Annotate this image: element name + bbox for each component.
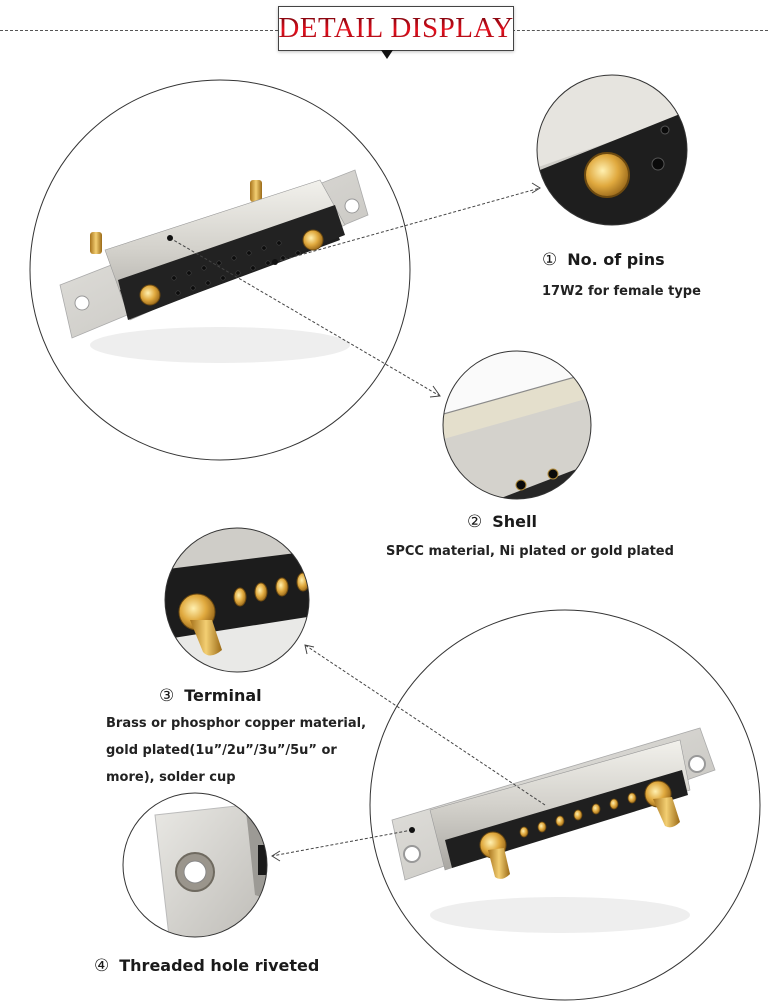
header-dashed-line-left [0,30,278,31]
header-pointer-icon [381,50,393,59]
front-view-image [30,80,410,460]
feature-4-number: ④ [94,956,110,976]
shell-detail-image [443,351,591,499]
callout-lines [169,187,546,857]
feature-2-description: SPCC material, Ni plated or gold plated [386,544,674,559]
feature-2-number: ② [467,512,483,532]
header-dashed-line-right [512,30,768,31]
callout-dots [167,235,415,833]
page-title: DETAIL DISPLAY [278,12,514,44]
header-title-box: DETAIL DISPLAY [278,6,514,51]
feature-3-description: Brass or phosphor copper material, gold … [106,716,367,785]
feature-1-number: ① [542,250,558,270]
feature-1-description: 17W2 for female type [542,284,701,299]
terminal-detail-image [165,528,309,672]
hole-detail-image [123,793,267,937]
rear-view-image [370,610,760,1000]
pin-detail-image [537,75,687,225]
feature-3-number: ③ [159,686,175,706]
callout-arrowheads [271,182,541,862]
